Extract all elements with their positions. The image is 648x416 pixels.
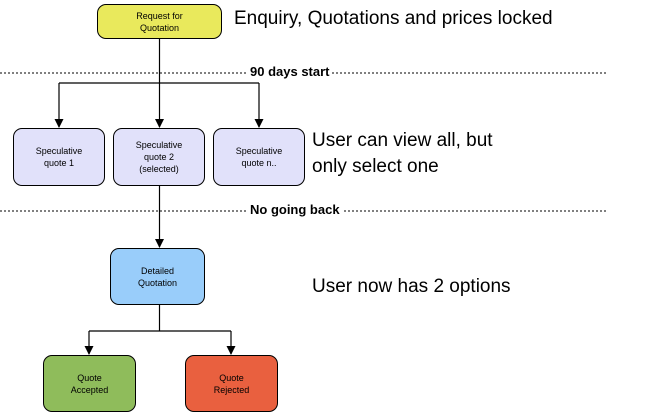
node-detailed-quotation[interactable]: Detailed Quotation [110,248,205,305]
node-label: Speculative quote n.. [235,146,283,168]
annotation-two-options: User now has 2 options [312,276,511,297]
node-request-for-quotation[interactable]: Request for Quotation [97,4,222,39]
node-label: Request for Quotation [136,10,183,33]
phase-label-no-going-back: No going back [248,202,342,217]
node-label: Detailed Quotation [137,265,178,288]
node-speculative-quote-n[interactable]: Speculative quote n.. [213,128,305,186]
node-label: Speculative quote 2 (selected) [135,140,183,174]
node-label: Quote Rejected [213,372,250,395]
node-quote-accepted[interactable]: Quote Accepted [43,355,136,412]
node-label: Speculative quote 1 [35,146,83,168]
node-quote-rejected[interactable]: Quote Rejected [185,355,278,412]
annotation-enquiry-locked: Enquiry, Quotations and prices locked [234,8,553,29]
annotation-view-all-select-one: User can view all, but only select one [312,130,493,177]
node-speculative-quote-1[interactable]: Speculative quote 1 [13,128,105,186]
phase-label-90-days: 90 days start [248,64,332,79]
node-speculative-quote-2[interactable]: Speculative quote 2 (selected) [113,128,205,186]
node-label: Quote Accepted [70,372,109,395]
